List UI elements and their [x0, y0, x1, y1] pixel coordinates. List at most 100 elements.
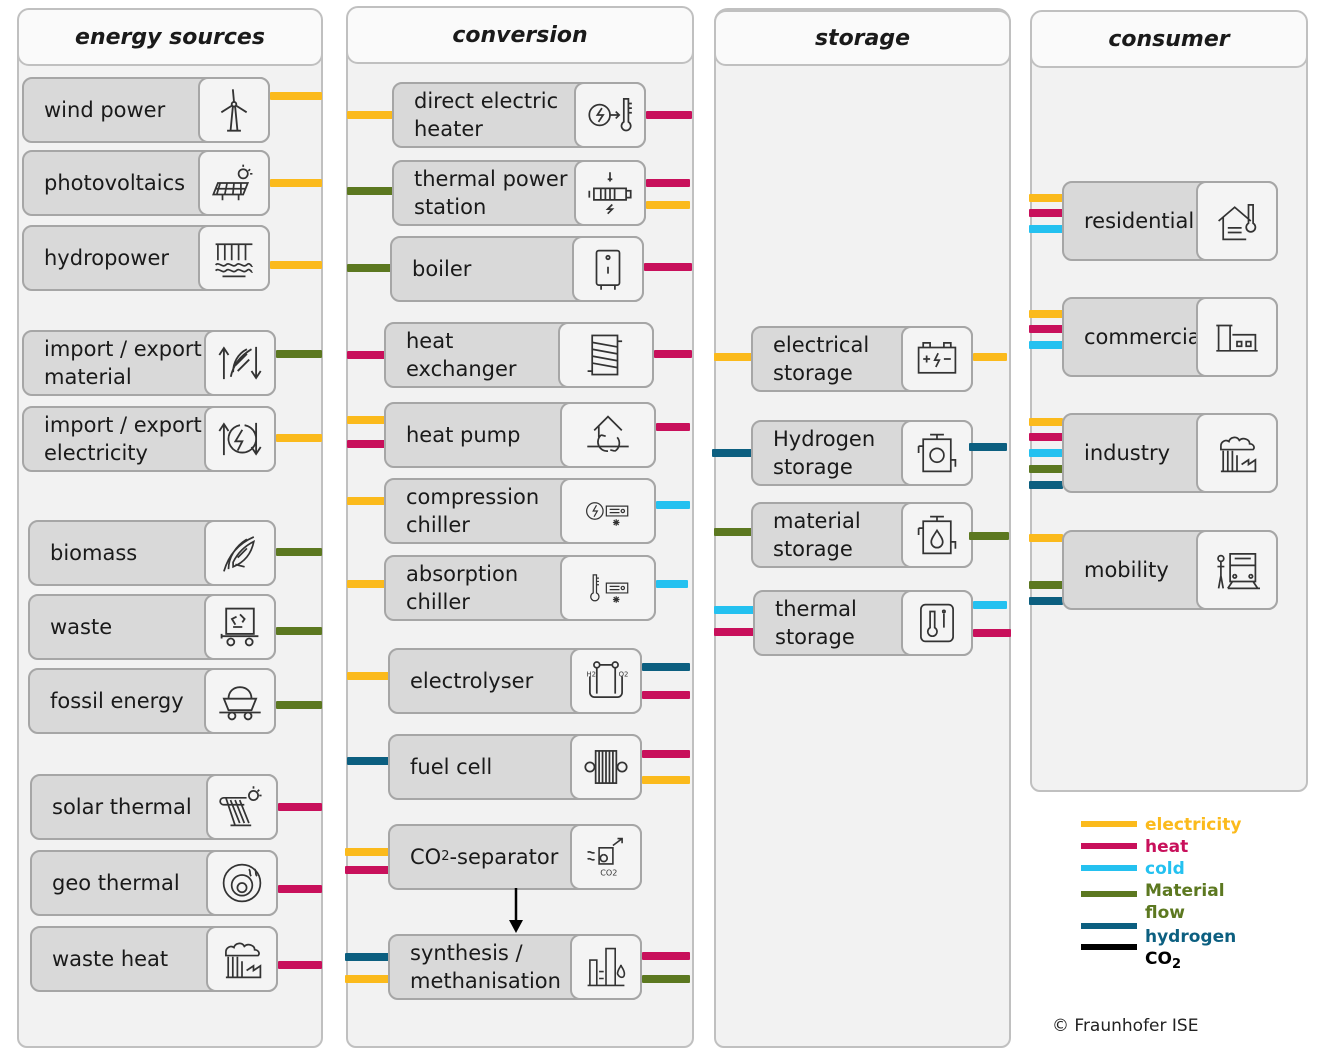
compression-chiller-box: compression chiller	[384, 478, 656, 544]
corn-icon	[204, 520, 276, 586]
biomass-box: biomass	[28, 520, 276, 586]
svg-text:O2: O2	[619, 670, 629, 678]
electrical-storage-label: electrical storage	[773, 333, 870, 385]
industry-label: industry	[1084, 441, 1171, 465]
legend-co2-line	[1081, 944, 1137, 950]
legend-co2-label: CO2	[1145, 949, 1181, 972]
industry-heat-in	[1029, 433, 1063, 441]
thermal-power-electricity-out	[646, 201, 690, 209]
photovoltaics-box: photovoltaics	[22, 150, 270, 216]
absorption-chiller-label: absorption chiller	[406, 562, 519, 614]
heat-exchanger-label: heat exchanger	[406, 329, 517, 381]
waste-label: waste	[50, 615, 113, 639]
hydropower-label: hydropower	[44, 246, 169, 270]
synthesis-label: synthesis / methanisation	[410, 941, 561, 993]
thermal-power-material-in	[347, 187, 393, 195]
thermal-storage-label: thermal storage	[775, 597, 857, 649]
material-storage-label: material storage	[773, 509, 861, 561]
hydrogen-storage-hydrogen-out	[969, 443, 1007, 451]
geo-thermal-heat-flow	[278, 885, 322, 893]
waste-heat-box: waste heat	[30, 926, 278, 992]
direct-heater-electricity-in	[347, 111, 393, 119]
import-electricity-flow	[276, 434, 322, 442]
fuel-cell-heat-out	[642, 750, 690, 758]
industry-cold-in	[1029, 449, 1063, 457]
house-icon	[1196, 181, 1278, 261]
hydrogen-storage-hydrogen-in	[712, 449, 752, 457]
boiler-label: boiler	[412, 257, 472, 281]
thermal-storage-cold-out	[973, 601, 1007, 609]
fuel-cell-icon	[570, 734, 642, 800]
waste-material-flow	[276, 627, 322, 635]
legend-hydrogen-line	[1081, 923, 1137, 929]
synthesis-heat-out	[642, 952, 690, 960]
legend-cold-label: cold	[1145, 859, 1185, 879]
industry-electricity-in	[1029, 418, 1063, 426]
heat-pump-heat-out	[656, 423, 690, 431]
synthesis-plant-icon	[570, 934, 642, 1000]
solar-collector-icon	[206, 774, 278, 840]
import-material-flow	[276, 350, 322, 358]
boiler-material-in	[347, 264, 391, 272]
import-electricity-box: import / export electricity	[22, 406, 276, 472]
geothermal-icon	[206, 850, 278, 916]
material-tank-icon	[901, 502, 973, 568]
residential-cold-in	[1029, 225, 1063, 233]
svg-text:H2: H2	[586, 670, 596, 678]
legend-material-label: Material flow	[1145, 881, 1225, 923]
svg-text:CO2: CO2	[600, 868, 617, 877]
electric-heater-icon	[574, 82, 646, 148]
direct-electric-heater-box: direct electric heater	[392, 82, 646, 148]
heat-exchanger-heat-in	[347, 351, 385, 359]
electrolyser-electricity-in	[347, 672, 389, 680]
wind-power-label: wind power	[44, 98, 166, 122]
compression-chiller-electricity-in	[347, 497, 385, 505]
material-storage-box: material storage	[751, 502, 973, 568]
direct-electric-heater-label: direct electric heater	[414, 89, 559, 141]
legend-heat-line	[1081, 843, 1137, 849]
factory-icon	[206, 926, 278, 992]
commercial-box: commercial	[1062, 297, 1278, 377]
commercial-heat-in	[1029, 325, 1063, 333]
commercial-building-icon	[1196, 297, 1278, 377]
residential-heat-in	[1029, 209, 1063, 217]
material-storage-material-in	[714, 528, 752, 536]
fossil-energy-box: fossil energy	[28, 668, 276, 734]
geo-thermal-label: geo thermal	[52, 871, 180, 895]
electrolyser-heat-out	[642, 691, 690, 699]
mobility-box: mobility	[1062, 530, 1278, 610]
coal-cart-icon	[204, 668, 276, 734]
solar-thermal-heat-flow	[278, 803, 322, 811]
residential-box: residential	[1062, 181, 1278, 261]
boiler-box: boiler	[390, 236, 644, 302]
heat-exchanger-icon	[558, 322, 654, 388]
wind-turbine-icon	[198, 77, 270, 143]
geo-thermal-box: geo thermal	[30, 850, 278, 916]
waste-heat-heat-flow	[278, 961, 322, 969]
battery-icon	[901, 326, 973, 392]
co2-separator-icon: CO2	[570, 824, 642, 890]
electrolyser-hydrogen-out	[642, 663, 690, 671]
heat-pump-heat-in	[347, 440, 385, 448]
hydrogen-storage-box: Hydrogen storage	[751, 420, 973, 486]
heat-pump-icon	[560, 402, 656, 468]
solar-panel-icon	[198, 150, 270, 216]
synthesis-hydrogen-in	[345, 953, 389, 961]
legend-electricity-label: electricity	[1145, 815, 1242, 835]
legend-material-line	[1081, 891, 1137, 897]
compression-chiller-cold-out	[656, 501, 690, 509]
commercial-electricity-in	[1029, 310, 1063, 318]
conversion-heading: conversion	[346, 6, 694, 64]
mobility-label: mobility	[1084, 558, 1169, 582]
direct-heater-heat-out	[646, 111, 692, 119]
synthesis-material-out	[642, 975, 690, 983]
heat-pump-label: heat pump	[406, 423, 521, 447]
photovoltaics-label: photovoltaics	[44, 171, 186, 195]
absorption-chiller-icon	[560, 555, 656, 621]
thermal-storage-box: thermal storage	[753, 590, 973, 656]
fossil-energy-material-flow	[276, 701, 322, 709]
compression-chiller-label: compression chiller	[406, 485, 540, 537]
